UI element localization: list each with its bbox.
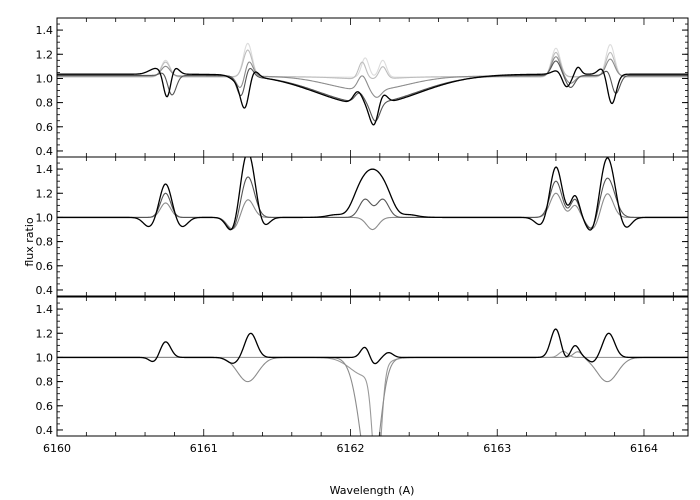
series-line-1 [57,66,688,126]
y-tick-label: 1.0 [36,72,54,85]
series-line-1 [57,157,688,231]
panel-frame [56,156,689,297]
panel-frame [56,296,689,437]
x-tick-labels: 6160 6161 6162 6163 6164 [43,442,658,455]
y-tick-label: 0.8 [36,97,54,110]
y-tick-label: 0.6 [36,260,54,273]
panel-1: 0.4 0.6 0.8 1.0 1.2 1.4 [36,17,689,158]
y-tick-label: 1.0 [36,351,54,364]
y-tick-label: 1.4 [36,303,54,316]
y-tick-label: 0.4 [36,145,54,158]
y-tick-label: 0.8 [36,236,54,249]
panel-3-series [57,328,688,436]
y-tick-label: 0.6 [36,121,54,134]
series-line-3 [57,350,688,436]
y-tick-label: 1.0 [36,211,54,224]
x-tick-label: 6160 [43,442,71,455]
series-line-2 [57,176,688,230]
y-tick-label: 1.2 [36,48,54,61]
panels-layer: 0.40.60.81.01.21.40.40.60.81.01.21.40.40… [36,17,689,437]
x-axis-label: Wavelength (A) [330,484,415,497]
y-tick-label: 1.4 [36,24,54,37]
panel-2: 0.4 0.6 0.8 1.0 1.2 1.4 [36,156,689,297]
x-tick-label: 6161 [190,442,218,455]
x-tick-label: 6162 [336,442,364,455]
y-tick-label: 0.6 [36,400,54,413]
series-line-5 [57,42,688,78]
y-tick-label: 1.2 [36,327,54,340]
y-tick-label: 1.4 [36,163,54,176]
panel-1-series [57,42,688,126]
y-axis-label: flux ratio [23,217,36,267]
x-tick-label: 6164 [630,442,658,455]
y-tick-label: 1.2 [36,187,54,200]
x-tick-label: 6163 [483,442,511,455]
y-tick-label: 0.4 [36,284,54,297]
panel-2-series [57,157,688,231]
y-tick-label: 0.4 [36,424,54,437]
panel-frame [56,17,689,158]
series-line-2 [57,60,688,122]
panel-3: 0.4 0.6 0.8 1.0 1.2 1.4 [36,296,689,437]
y-tick-label: 0.8 [36,376,54,389]
series-line-2 [57,351,688,436]
series-line-1 [57,328,688,365]
